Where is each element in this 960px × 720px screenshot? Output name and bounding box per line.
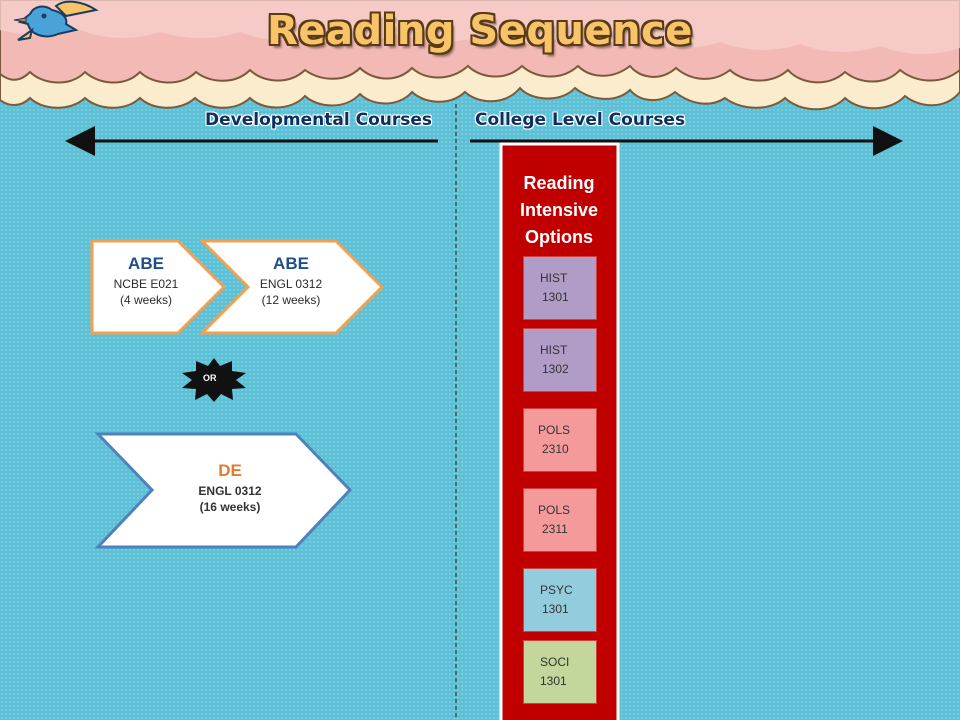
course-number: 1302 (542, 362, 569, 377)
abe-step-1-code: NCBE E021 (113, 276, 179, 291)
course-number: 2311 (542, 522, 568, 537)
de-step-head: DE (218, 461, 242, 480)
bird-icon (13, 0, 99, 41)
abe-step-2-duration: (12 weeks) (261, 293, 321, 308)
or-label: OR (203, 373, 217, 383)
course-dept: HIST (540, 343, 568, 357)
abe-chevron-1 (90, 239, 227, 335)
course-hist-1301: HIST 1301 (524, 257, 596, 319)
course-psyc-1301: PSYC 1301 (524, 569, 596, 631)
course-soci-1301: SOCI 1301 (524, 641, 596, 703)
course-number: 1301 (542, 602, 569, 617)
developmental-courses-label: Developmental Courses (205, 110, 433, 130)
abe-step-2: ABE ENGL 0312 (12 weeks) (236, 253, 346, 308)
panel-title: Reading Intensive Options (519, 173, 599, 247)
de-step-code: ENGL 0312 (198, 483, 262, 498)
course-dept: PSYC (540, 583, 573, 597)
college-level-courses-label: College Level Courses (475, 110, 686, 130)
abe-step-2-code: ENGL 0312 (259, 276, 323, 291)
course-number: 1301 (542, 290, 569, 305)
abe-chevron-2 (198, 239, 385, 335)
de-step-duration: (16 weeks) (199, 500, 261, 515)
abe-step-2-head: ABE (273, 254, 309, 273)
course-number: 2310 (542, 442, 569, 457)
abe-step-1: ABE NCBE E021 (4 weeks) (96, 253, 196, 308)
course-pols-2311: POLS 2311 (524, 489, 596, 551)
or-burst (182, 358, 246, 402)
course-number: 1301 (540, 674, 567, 689)
course-dept: SOCI (540, 655, 570, 669)
cloud-header (0, 0, 960, 111)
course-dept: POLS (538, 423, 571, 437)
course-dept: POLS (538, 503, 571, 517)
abe-step-1-head: ABE (128, 254, 164, 273)
course-hist-1302: HIST 1302 (524, 329, 596, 391)
de-chevron (94, 432, 353, 549)
course-dept: HIST (540, 271, 568, 285)
course-pols-2310: POLS 2310 (524, 409, 596, 471)
abe-step-1-duration: (4 weeks) (119, 293, 172, 308)
de-step: DE ENGL 0312 (16 weeks) (170, 460, 290, 515)
page-title: Reading Sequence (267, 8, 693, 54)
